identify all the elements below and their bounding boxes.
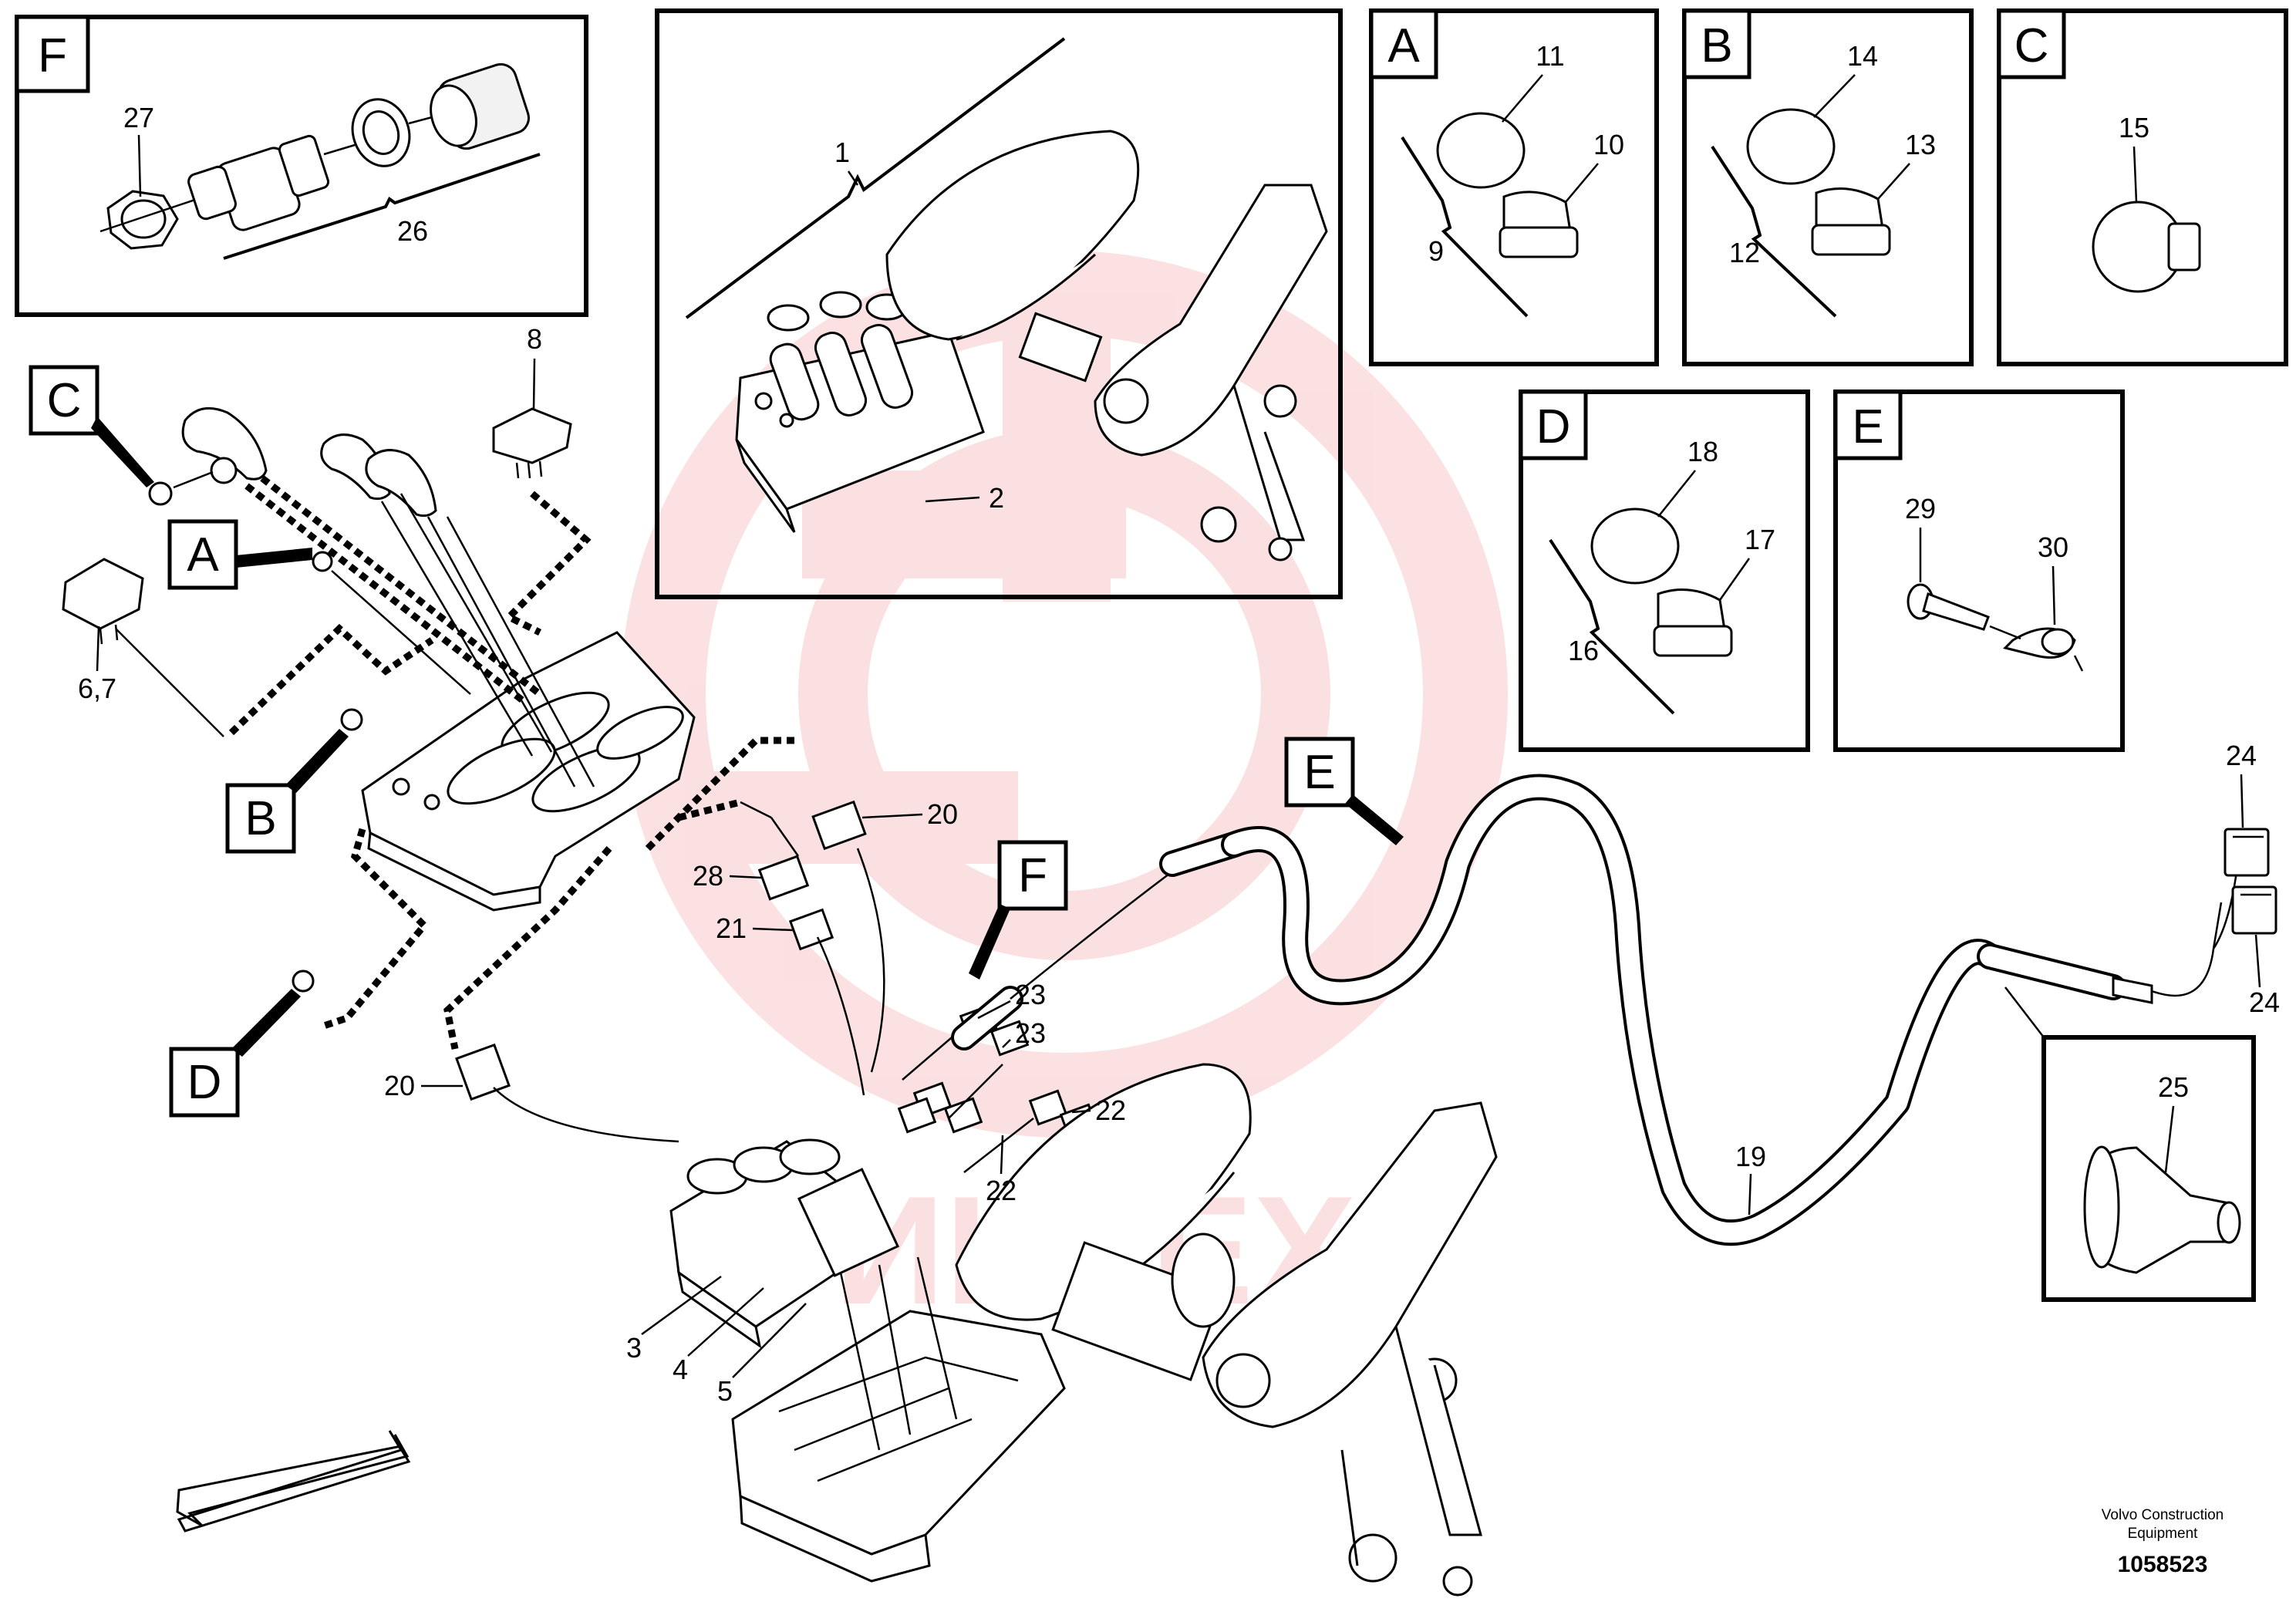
- panel-letter-C: C: [2014, 19, 2049, 73]
- callout-26: 26: [397, 215, 428, 247]
- button-B-main: [340, 708, 363, 731]
- panel-letter-D: D: [1536, 400, 1571, 454]
- washer-part: [351, 98, 411, 167]
- callout-29: 29: [1905, 493, 1936, 524]
- rocker-switch-8: [492, 407, 572, 479]
- knob-part-18: [1590, 508, 1680, 585]
- cap-nut-part: [408, 62, 530, 150]
- callout-20-upper: 20: [927, 798, 958, 830]
- front-direction-arrow: [176, 1434, 410, 1527]
- callout-8: 8: [527, 323, 542, 355]
- callout-14: 14: [1847, 40, 1878, 72]
- brace-12: [1711, 145, 1837, 318]
- detail-sleeve-25: [2004, 986, 2256, 1302]
- joystick-handles: [148, 406, 595, 787]
- control-console-small: [735, 291, 985, 533]
- callout-5: 5: [717, 1375, 733, 1407]
- detail-panel-B: B 14 13 12: [1682, 8, 1974, 366]
- svg-text:B: B: [244, 792, 276, 845]
- tag-E: E: [1284, 737, 1404, 845]
- credit-company-line1: Volvo Construction: [2102, 1507, 2224, 1523]
- tag-F: F: [969, 840, 1068, 980]
- svg-text:E: E: [1303, 746, 1335, 799]
- document-number: 1058523: [2118, 1552, 2208, 1577]
- callout-22-right: 22: [1095, 1094, 1126, 1126]
- callout-17: 17: [1745, 524, 1775, 555]
- callout-12: 12: [1729, 237, 1760, 268]
- callout-9: 9: [1428, 235, 1444, 267]
- tag-A: A: [167, 519, 312, 590]
- callout-16: 16: [1568, 635, 1599, 666]
- valve-block: [669, 1138, 900, 1349]
- callout-1: 1: [834, 137, 850, 168]
- credit-company-line2: Equipment: [2128, 1526, 2199, 1542]
- brace-9: [1401, 136, 1529, 318]
- brace-1: [685, 37, 1066, 319]
- lower-console: [731, 1256, 1066, 1583]
- panel-letter-E: E: [1852, 400, 1883, 454]
- callout-3: 3: [626, 1332, 642, 1364]
- callout-11: 11: [1536, 40, 1564, 72]
- callout-4: 4: [673, 1354, 688, 1385]
- callout-24-lower: 24: [2249, 986, 2280, 1018]
- tag-B: B: [225, 729, 349, 854]
- panel-letter-B: B: [1701, 19, 1732, 73]
- callout-27: 27: [123, 102, 154, 133]
- fitting-part: [187, 134, 356, 231]
- callout-28: 28: [693, 860, 723, 892]
- callout-25: 25: [2158, 1071, 2189, 1103]
- nut-part-27: [99, 190, 217, 250]
- callout-6-7: 6,7: [78, 673, 116, 704]
- callout-15: 15: [2119, 112, 2149, 143]
- svg-text:A: A: [187, 528, 219, 582]
- connectors: [455, 800, 885, 1143]
- wiring-dashed: [228, 491, 794, 1050]
- svg-text:D: D: [187, 1056, 222, 1109]
- knob-part-14: [1746, 108, 1836, 185]
- callout-20-lower: 20: [384, 1070, 415, 1101]
- assembly-panel: 1 2: [655, 8, 1343, 599]
- clamp-part-30: [1989, 625, 2084, 672]
- callout-21: 21: [716, 912, 747, 944]
- brace-26: [223, 153, 541, 260]
- tag-D: D: [169, 989, 301, 1118]
- callout-13: 13: [1905, 129, 1936, 160]
- armrest-small: [885, 130, 1140, 341]
- rocker-switch-6-7: [62, 558, 144, 645]
- callout-19: 19: [1735, 1141, 1766, 1172]
- detail-panel-F: F 27 26: [15, 15, 588, 317]
- detail-panel-A: A 11 10 9: [1369, 8, 1659, 366]
- panel-letter-F: F: [38, 29, 67, 83]
- mounting-bracket-small: [1018, 184, 1328, 561]
- connector-24: [2151, 828, 2277, 997]
- detail-panel-D: D 18 17 16: [1519, 389, 1810, 752]
- callout-2: 2: [989, 482, 1004, 514]
- knob-part-11: [1436, 112, 1526, 189]
- console-cover: [361, 631, 696, 912]
- callout-10: 10: [1593, 129, 1624, 160]
- panel-letter-A: A: [1387, 19, 1420, 73]
- tag-C: C: [29, 365, 154, 487]
- svg-text:F: F: [1018, 849, 1047, 902]
- armrest-large: [955, 1063, 1252, 1381]
- callout-24-upper: 24: [2226, 740, 2257, 771]
- mounting-bracket-large: [1202, 1101, 1498, 1597]
- detail-panel-C: C 15: [1997, 8, 2288, 366]
- brace-16: [1549, 538, 1675, 715]
- callout-30: 30: [2038, 531, 2068, 563]
- screw-part-29: [1907, 583, 1990, 631]
- callout-18: 18: [1687, 436, 1718, 467]
- button-D-main: [292, 969, 315, 993]
- callout-22-lower: 22: [986, 1175, 1017, 1206]
- detail-panel-E: E 29 30: [1833, 389, 2125, 752]
- callout-23-lower: 23: [1015, 1017, 1046, 1049]
- svg-text:C: C: [47, 374, 82, 427]
- callout-23-upper: 23: [1015, 979, 1046, 1010]
- button-A-main: [312, 551, 333, 572]
